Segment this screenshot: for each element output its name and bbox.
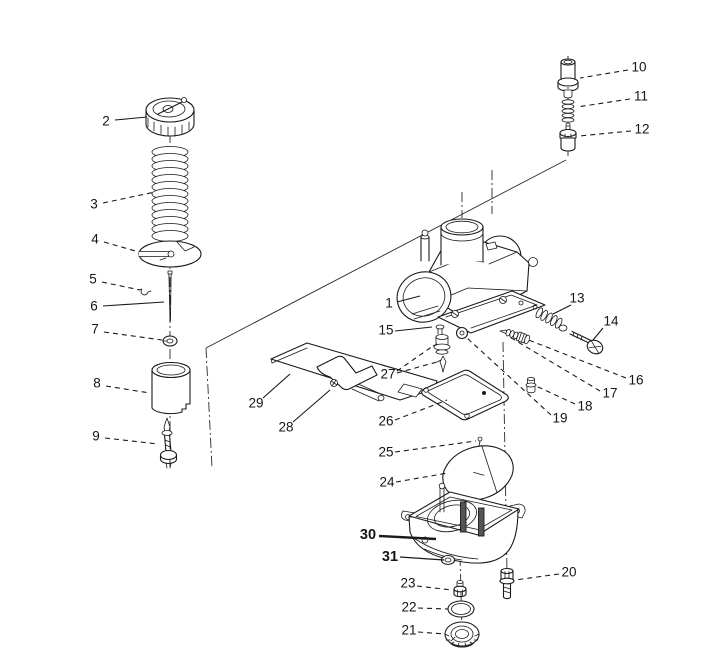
- part-label-9: 9: [92, 429, 100, 444]
- part-12-needle-jet: [559, 122, 577, 152]
- leader-line-24: [395, 472, 449, 483]
- part-label-2: 2: [102, 114, 110, 129]
- part-label-24: 24: [379, 475, 395, 490]
- part-18-pilot-jet: [525, 376, 537, 394]
- part-label-30: 30: [360, 527, 376, 543]
- part-label-28: 28: [278, 420, 293, 435]
- leader-line-30: [378, 534, 437, 541]
- leader-line-13: [552, 304, 572, 315]
- callout-layer: 1234567891011121314151617181920212223242…: [89, 60, 649, 638]
- part-10-cap-bolt: [557, 58, 579, 99]
- leader-line-9: [104, 437, 159, 445]
- part-label-8: 8: [93, 376, 101, 391]
- leader-line-15: [394, 326, 433, 332]
- part-label-22: 22: [401, 600, 416, 615]
- part-label-12: 12: [634, 122, 649, 137]
- part-label-23: 23: [400, 576, 415, 591]
- leader-line-2: [114, 116, 148, 121]
- part-label-25: 25: [378, 445, 393, 460]
- leader-line-4: [103, 241, 140, 253]
- parts-artwork: [138, 58, 604, 648]
- leader-line-6: [102, 301, 165, 307]
- leader-line-25: [394, 440, 477, 453]
- part-label-17: 17: [602, 386, 617, 401]
- leader-line-8: [105, 385, 151, 394]
- leader-line-22: [417, 607, 449, 610]
- part-label-11: 11: [634, 89, 648, 104]
- leader-line-20: [514, 573, 560, 581]
- part-label-31: 31: [382, 549, 398, 565]
- part-label-6: 6: [90, 299, 98, 314]
- part-4-spring-seat: [138, 240, 202, 268]
- leader-line-14: [592, 327, 604, 341]
- leader-arrowheads: [432, 343, 442, 363]
- part-label-14: 14: [603, 314, 619, 329]
- part-14-adjuster-screw: [569, 330, 604, 355]
- part-15-valve-screw: [435, 324, 445, 335]
- part-7-washer: [162, 335, 178, 347]
- part-label-16: 16: [628, 373, 643, 388]
- part-label-4: 4: [91, 232, 99, 247]
- part-30-float-bowl: [401, 482, 526, 566]
- part-26-bowl-gasket: [421, 369, 509, 421]
- part-31-overflow-spout: [440, 554, 456, 566]
- leader-line-3: [102, 191, 156, 204]
- leader-line-26: [394, 399, 448, 421]
- part-11-spring: [561, 99, 575, 123]
- part-label-18: 18: [577, 399, 592, 414]
- part-1-carburetor-body: [396, 218, 546, 334]
- part-label-7: 7: [91, 322, 99, 337]
- leader-line-16: [525, 338, 627, 379]
- leader-line-27: [396, 361, 438, 374]
- leader-line-11: [576, 98, 631, 108]
- part-23-main-jet: [453, 580, 467, 598]
- part-27-valve-seat-and-needle: [433, 334, 451, 373]
- leader-line-17: [507, 335, 601, 392]
- leader-line-31: [399, 556, 445, 561]
- leader-line-19: [465, 336, 552, 416]
- part-label-19: 19: [552, 411, 567, 426]
- leader-line-28: [292, 389, 331, 423]
- leader-line-18: [535, 385, 576, 405]
- part-label-27: 27: [380, 367, 395, 382]
- part-label-29: 29: [248, 396, 263, 411]
- leader-line-29: [262, 373, 291, 399]
- part-label-15: 15: [378, 323, 393, 338]
- part-20-bowl-screw: [499, 567, 515, 600]
- leader-line-23: [416, 585, 453, 591]
- part-19-nut: [455, 326, 469, 340]
- part-3-spring: [151, 146, 189, 242]
- part-6-jet-needle: [167, 270, 173, 322]
- leader-line-10: [579, 69, 629, 79]
- part-16-17-air-screw: [499, 328, 531, 345]
- part-2-cap: [145, 97, 195, 137]
- leader-line-21: [417, 631, 446, 635]
- part-8-throttle-slide: [151, 361, 191, 415]
- part-21-cap-nut: [444, 621, 480, 648]
- leader-line-5: [101, 281, 141, 291]
- leader-line-12: [578, 130, 632, 137]
- part-22-o-ring: [447, 600, 475, 618]
- part-24-float: [442, 445, 514, 506]
- part-label-20: 20: [561, 565, 576, 580]
- part-label-26: 26: [378, 414, 393, 429]
- part-label-3: 3: [90, 197, 98, 212]
- leader-line-27: [396, 345, 434, 372]
- part-label-10: 10: [631, 60, 646, 75]
- leader-line-7: [103, 331, 163, 341]
- leader-line-1: [396, 295, 421, 303]
- intake-bell: [396, 271, 452, 323]
- part-5-needle-clip: [138, 288, 152, 296]
- part-25-pin: [477, 436, 483, 447]
- part-label-5: 5: [89, 272, 97, 287]
- part-9-adjuster-bolt: [159, 417, 178, 469]
- part-label-13: 13: [569, 291, 584, 306]
- part-13-spring: [535, 307, 568, 332]
- part-label-1: 1: [385, 296, 393, 311]
- part-label-21: 21: [401, 623, 416, 638]
- part-28-bracket: [316, 355, 385, 402]
